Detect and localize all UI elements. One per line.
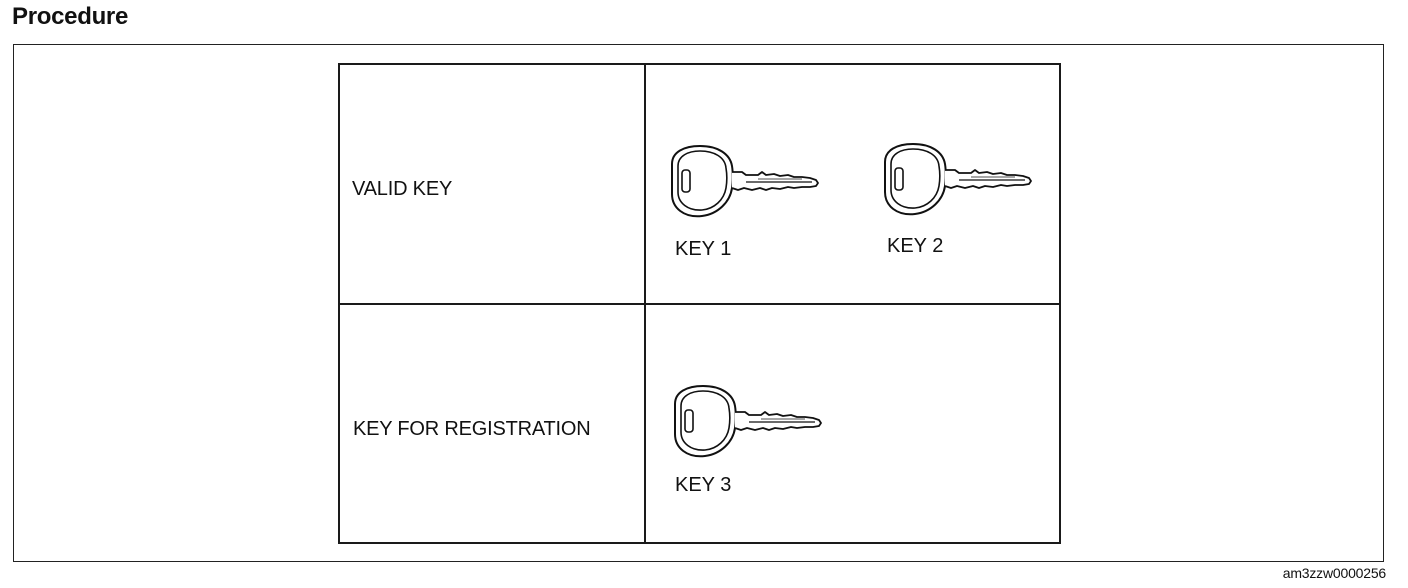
table-row-divider [338, 303, 1061, 305]
key-1-caption: KEY 1 [675, 238, 732, 260]
reference-code: am3zzw0000256 [1282, 565, 1386, 581]
key-3-caption: KEY 3 [675, 474, 732, 496]
row-label-key-for-registration: KEY FOR REGISTRATION [353, 418, 591, 440]
key-2-caption: KEY 2 [887, 235, 944, 257]
key-icon [875, 140, 1035, 220]
key-icon [665, 382, 825, 462]
page-heading: Procedure [12, 3, 129, 30]
row-label-valid-key: VALID KEY [352, 178, 453, 200]
key-icon [662, 142, 822, 222]
figure-frame [13, 44, 1384, 562]
